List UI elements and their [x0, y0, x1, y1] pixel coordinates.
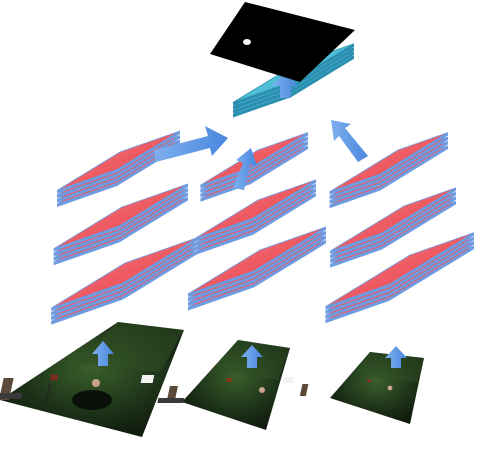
right-group-2: [329, 187, 457, 268]
arrow-photo-large: [92, 341, 114, 366]
photo-medium: 30: [140, 340, 290, 430]
photo-medium-sign: 30: [226, 378, 232, 384]
mask-blob: [243, 39, 251, 45]
photo-small-sign: 30: [367, 378, 372, 383]
middle-group-1: [187, 226, 327, 311]
arrow-middle-to-fusion: [233, 148, 257, 190]
right-group-1: [325, 232, 475, 324]
photo-large-sign: 30: [50, 375, 58, 382]
photo-large: 30: [0, 322, 184, 437]
output-mask: [210, 2, 355, 82]
arrow-fusion-to-output: [272, 72, 298, 98]
conv-stacks: [50, 130, 475, 325]
arrow-left-to-fusion: [154, 126, 228, 162]
arrow-photo-small: [385, 346, 407, 368]
left-group-1: [50, 237, 198, 325]
photo-small: 30: [282, 352, 424, 424]
middle-group-2: [194, 179, 317, 255]
left-group-2: [53, 183, 189, 266]
right-group-3: [329, 132, 449, 209]
arrow-photo-medium: [241, 345, 263, 368]
arrow-right-to-fusion: [331, 120, 368, 162]
